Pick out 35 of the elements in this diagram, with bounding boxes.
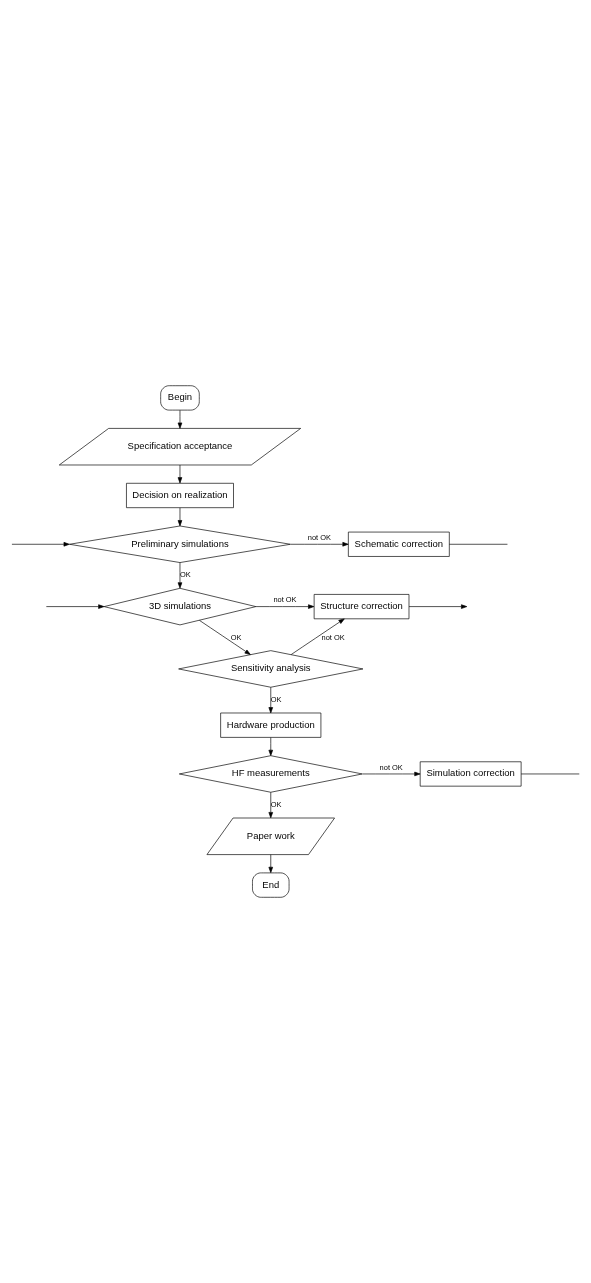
arrow [268,737,273,756]
edge-label: not OK [307,533,331,543]
node-box: Schematic correction [348,531,450,557]
edge-label: OK [270,800,282,810]
arrow [290,542,349,547]
arrow [268,686,273,714]
node-box: Simulation correction [419,761,522,787]
edge-label: not OK [379,762,403,772]
node-box: Structure correction [313,594,410,620]
node-box: End [252,872,290,898]
arrow [290,618,345,655]
edge-label: OK [180,570,191,580]
arrow [268,791,273,819]
arrow [362,771,421,777]
arrow [177,562,183,589]
arrow [408,604,468,609]
node-diamond: Preliminary simulations [69,525,291,563]
arrow [177,464,183,484]
edge-label: not OK [321,632,345,642]
edge-label: not OK [273,595,297,605]
arrow [177,409,183,429]
arrow [177,507,183,527]
node-diamond: 3D simulations [103,587,257,626]
node-box: Decision on realization [126,482,234,508]
arrow [46,604,105,609]
arrow [255,604,315,609]
node-box: Begin [160,385,200,411]
arrow [268,854,273,873]
node-diamond: HF measurements [178,755,363,793]
node-box: Hardware production [220,712,322,738]
connector [449,543,508,545]
arrow [11,542,70,547]
edge-label: OK [230,632,242,642]
edge-label: OK [270,695,282,705]
arrow [199,620,251,655]
